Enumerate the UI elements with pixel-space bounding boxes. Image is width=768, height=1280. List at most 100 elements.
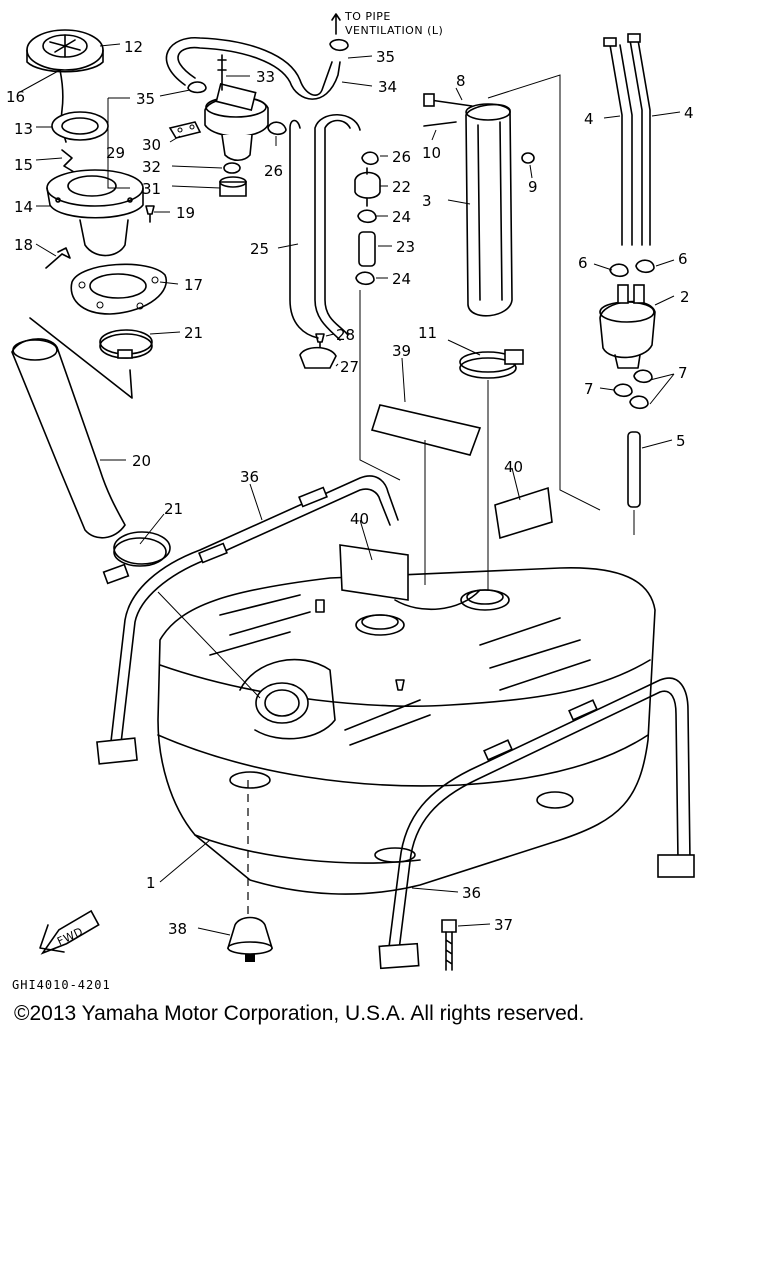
filler-seal xyxy=(51,111,109,141)
o-ring-32 xyxy=(223,162,241,174)
label-3: 3 xyxy=(422,192,432,210)
filter-22 xyxy=(354,167,381,207)
label-29: 29 xyxy=(106,144,125,162)
label-22: 22 xyxy=(392,178,411,196)
guide-line-pump xyxy=(487,74,601,511)
washer-9 xyxy=(521,152,535,164)
label-16: 16 xyxy=(6,88,25,106)
label-35-left: 35 xyxy=(136,90,155,108)
fwd-arrow-icon: FWD xyxy=(39,909,100,955)
label-21: 21 xyxy=(184,324,203,342)
strap-rear xyxy=(378,677,695,970)
hose-clamp-upper xyxy=(99,329,153,359)
band-11 xyxy=(459,349,524,379)
label-31: 31 xyxy=(142,180,161,198)
label-8: 8 xyxy=(456,72,466,90)
label-10: 10 xyxy=(422,144,441,162)
label-4-left: 4 xyxy=(584,110,594,128)
clamp-26-left xyxy=(267,121,287,136)
label-36-bottom: 36 xyxy=(462,884,481,902)
leader-21-tank xyxy=(157,591,261,699)
label-6-left: 6 xyxy=(578,254,588,272)
top-note-line1: TO PIPE xyxy=(344,10,391,23)
clamp-35-left xyxy=(187,81,207,94)
label-40-left: 40 xyxy=(350,510,369,528)
label-40-right: 40 xyxy=(504,458,523,476)
drawing-code: GHI4010-4201 xyxy=(12,978,111,992)
vent-valve xyxy=(204,82,269,162)
filler-gasket xyxy=(70,263,168,315)
label-2: 2 xyxy=(680,288,690,306)
label-20: 20 xyxy=(132,452,151,470)
label-18: 18 xyxy=(14,236,33,254)
bolt-8 xyxy=(423,93,473,107)
label-9: 9 xyxy=(528,178,538,196)
label-34: 34 xyxy=(378,78,397,96)
label-1: 1 xyxy=(146,874,156,892)
copyright-notice: ©2013 Yamaha Motor Corporation, U.S.A. A… xyxy=(14,1002,585,1025)
strap-front xyxy=(96,475,399,765)
label-4-right: 4 xyxy=(684,104,694,122)
label-24-upper: 24 xyxy=(392,208,411,226)
clamps-7 xyxy=(613,369,653,410)
rubber-mount xyxy=(226,780,274,962)
clamp-26-right xyxy=(361,151,379,166)
pin-10 xyxy=(423,121,457,127)
label-27: 27 xyxy=(340,358,359,376)
leader-20 xyxy=(29,317,133,399)
label-14: 14 xyxy=(14,198,33,216)
label-7-left: 7 xyxy=(584,380,594,398)
leader-lines xyxy=(19,43,681,936)
label-5: 5 xyxy=(676,432,686,450)
pin-18 xyxy=(45,247,71,269)
part-labels: 12 16 13 15 14 19 18 17 21 20 21 35 33 3… xyxy=(6,10,694,938)
label-12: 12 xyxy=(124,38,143,56)
filler-cap xyxy=(26,29,104,143)
bracket-30 xyxy=(168,121,202,139)
screw-19 xyxy=(145,205,155,223)
label-37: 37 xyxy=(494,916,513,934)
label-28: 28 xyxy=(336,326,355,344)
label-26-left: 26 xyxy=(264,162,283,180)
label-23: 23 xyxy=(396,238,415,256)
cap-31 xyxy=(219,176,247,197)
pad-39 xyxy=(370,404,482,585)
top-note-line2: VENTILATION (L) xyxy=(345,24,443,37)
label-11: 11 xyxy=(418,324,437,342)
tube-23 xyxy=(358,231,376,267)
pump-tube-3 xyxy=(465,103,513,317)
label-24-lower: 24 xyxy=(392,270,411,288)
pad-40-left xyxy=(339,544,409,601)
clamp-6-left xyxy=(609,263,629,278)
label-39: 39 xyxy=(392,342,411,360)
filler-neck xyxy=(46,169,144,257)
label-7-right: 7 xyxy=(678,364,688,382)
label-30: 30 xyxy=(142,136,161,154)
label-21-lower: 21 xyxy=(164,500,183,518)
clip-27 xyxy=(299,346,337,369)
tube-5 xyxy=(627,431,641,535)
clamp-35-top xyxy=(329,13,349,52)
label-33: 33 xyxy=(256,68,275,86)
label-17: 17 xyxy=(184,276,203,294)
fuel-tank xyxy=(157,567,656,895)
fitting-33 xyxy=(217,54,227,91)
label-13: 13 xyxy=(14,120,33,138)
clamp-24-upper xyxy=(357,209,377,224)
clamp-24-lower xyxy=(355,271,401,481)
label-19: 19 xyxy=(176,204,195,222)
fwd-label: FWD xyxy=(55,925,85,948)
fuel-tank-exploded-diagram: FWD xyxy=(6,10,695,971)
hose-25 xyxy=(289,114,361,341)
label-25: 25 xyxy=(250,240,269,258)
clamp-6-right xyxy=(635,259,655,274)
label-6-right: 6 xyxy=(678,250,688,268)
label-26-right: 26 xyxy=(392,148,411,166)
label-35-top: 35 xyxy=(376,48,395,66)
bolt xyxy=(441,919,457,971)
label-15: 15 xyxy=(14,156,33,174)
label-36-top: 36 xyxy=(240,468,259,486)
filler-hose xyxy=(11,338,126,539)
lines-4 xyxy=(603,33,651,246)
clip xyxy=(61,149,75,173)
